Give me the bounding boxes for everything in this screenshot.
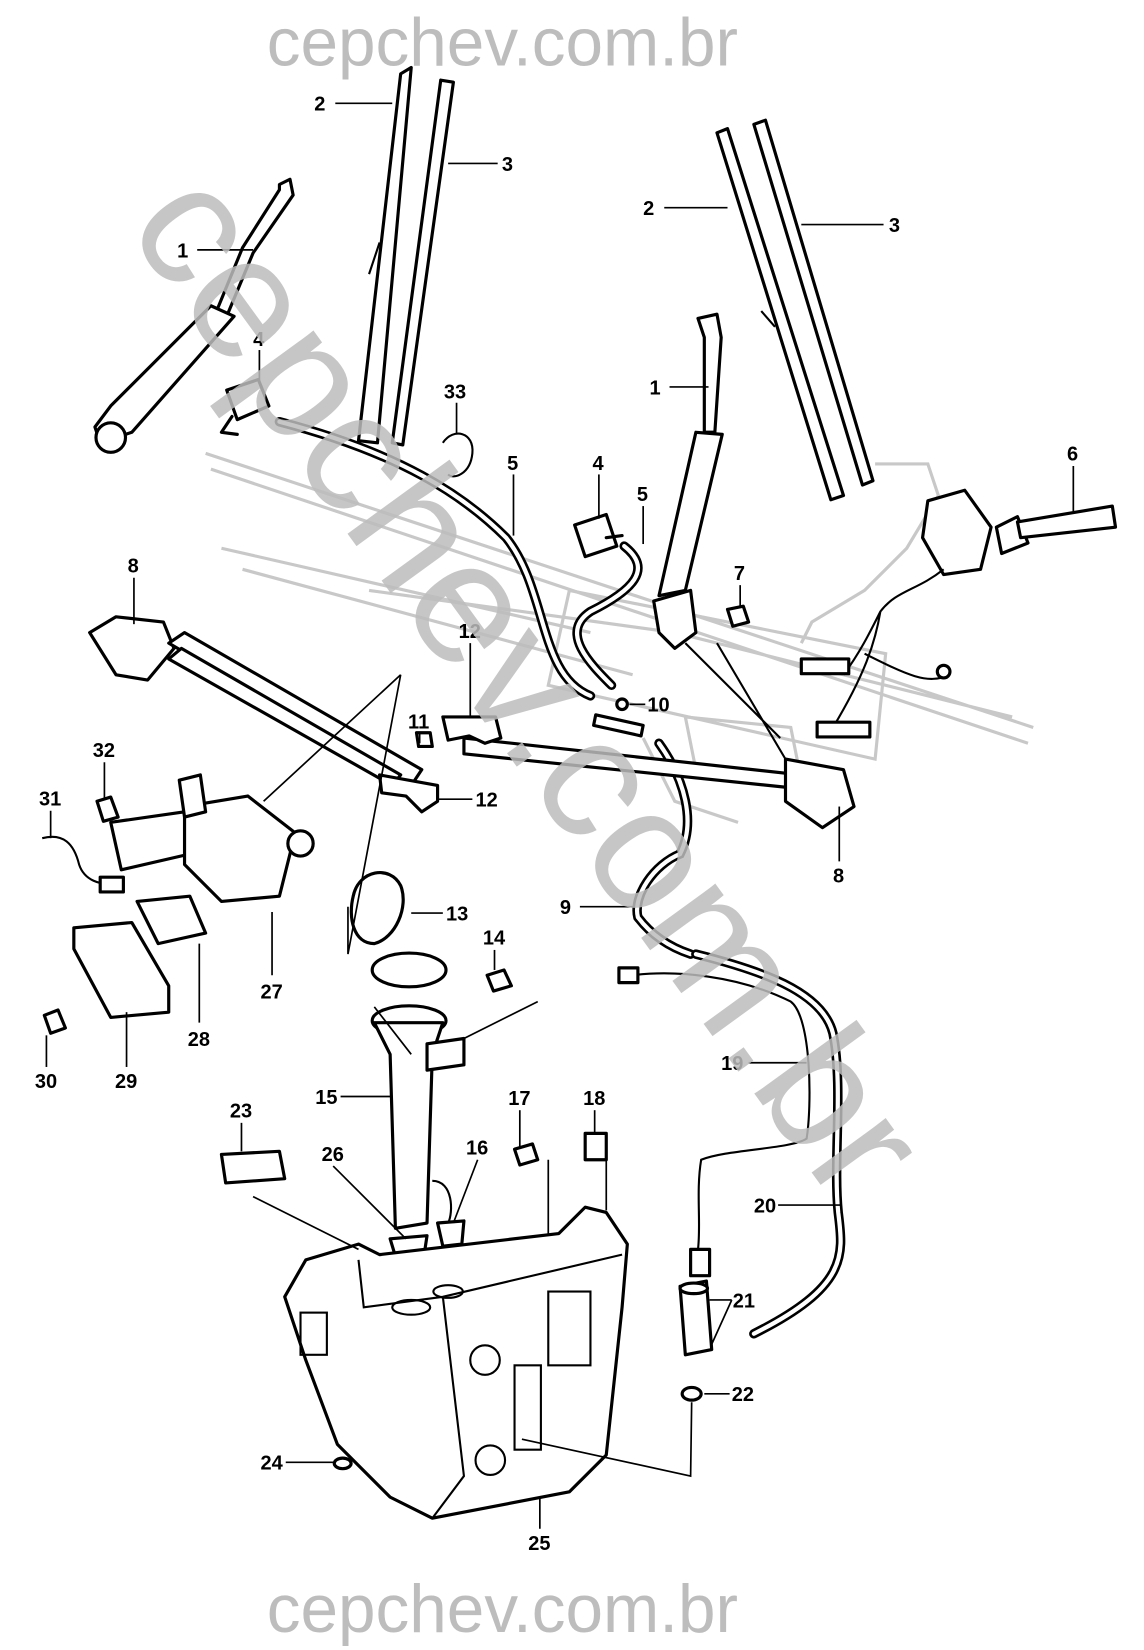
label-nut-7: 7 xyxy=(734,563,745,585)
washer-nozzle-right xyxy=(573,512,624,559)
watermark-top: cepchev.com.br xyxy=(267,5,738,80)
label-hose-5-right: 5 xyxy=(637,484,648,506)
t-connector xyxy=(592,697,645,738)
pump-seal-22 xyxy=(680,1385,703,1402)
harness-plug-19 xyxy=(617,966,640,985)
label-linkage-8-left: 8 xyxy=(128,555,139,577)
wiper-blade-right xyxy=(715,127,846,502)
label-wiper-refill-right: 3 xyxy=(889,215,900,237)
label-screw-32: 32 xyxy=(93,740,115,762)
label-bracket-12-top: 12 xyxy=(459,621,481,643)
label-hose-5-left: 5 xyxy=(507,453,518,475)
screw-17 xyxy=(512,1142,540,1167)
drain-plug-24 xyxy=(332,1456,353,1471)
pump-harness xyxy=(632,972,811,1250)
wiper-refill-right xyxy=(752,118,875,487)
grommet-16 xyxy=(435,1219,466,1248)
label-nozzle-right: 4 xyxy=(593,453,605,475)
clip-18 xyxy=(583,1131,608,1162)
label-gasket-28: 28 xyxy=(188,1029,210,1051)
label-connector-10: 10 xyxy=(647,695,669,717)
label-reservoir-25: 25 xyxy=(528,1533,550,1555)
harness-plug xyxy=(98,875,125,894)
label-bracket-12-bottom: 12 xyxy=(476,790,498,812)
washer-reservoir xyxy=(283,1205,629,1520)
bracket-12-top xyxy=(441,715,503,745)
wiper-motor xyxy=(109,773,315,904)
motor-gasket xyxy=(135,894,208,946)
nut-7 xyxy=(725,604,751,628)
label-hose-20: 20 xyxy=(754,1195,776,1217)
label-filler-neck-15: 15 xyxy=(315,1087,337,1109)
label-harness-19: 19 xyxy=(721,1053,743,1075)
label-pump-21: 21 xyxy=(733,1290,755,1312)
filler-neck xyxy=(370,1004,466,1230)
wiper-linkage xyxy=(88,615,856,830)
label-cap-13: 13 xyxy=(446,903,468,925)
motor-cover xyxy=(72,920,171,1019)
wiper-switch xyxy=(799,488,1118,739)
label-pad-23: 23 xyxy=(230,1101,252,1123)
screw-14 xyxy=(485,968,513,993)
label-hose-9: 9 xyxy=(560,897,571,919)
label-plug-24: 24 xyxy=(260,1453,283,1475)
washer-nozzle-left xyxy=(219,377,271,436)
screw-30 xyxy=(42,1008,67,1035)
label-wiper-arm-right: 1 xyxy=(649,377,660,399)
label-linkage-8-right: 8 xyxy=(833,865,844,887)
label-switch-6: 6 xyxy=(1067,444,1078,466)
label-clip-18: 18 xyxy=(583,1088,605,1110)
label-cover-29: 29 xyxy=(115,1071,137,1093)
wiper-arm-right xyxy=(652,312,724,650)
label-nut-11: 11 xyxy=(408,712,429,734)
filler-cap xyxy=(349,871,448,989)
foam-pad xyxy=(219,1149,287,1185)
label-wiper-blade-left: 2 xyxy=(314,94,325,116)
wiper-blade-left xyxy=(356,65,413,445)
label-grommet-16: 16 xyxy=(466,1137,488,1159)
label-grommet-26: 26 xyxy=(322,1144,344,1166)
label-wiper-refill-left: 3 xyxy=(502,154,513,176)
label-wiper-blade-right: 2 xyxy=(643,198,654,220)
label-clip-33: 33 xyxy=(444,382,466,404)
wiper-refill-left xyxy=(390,78,455,447)
watermark-bottom: cepchev.com.br xyxy=(267,1572,738,1647)
label-screw-14: 14 xyxy=(483,928,506,950)
label-seal-22: 22 xyxy=(732,1384,754,1406)
label-screw-17: 17 xyxy=(508,1088,530,1110)
label-nozzle-left: 4 xyxy=(253,329,265,351)
label-screw-30: 30 xyxy=(35,1071,57,1093)
label-motor-27: 27 xyxy=(260,981,282,1003)
leader-lines xyxy=(45,102,1075,1529)
bracket-12-bottom xyxy=(378,773,440,814)
label-wiper-arm-left: 1 xyxy=(177,240,188,262)
washer-pump xyxy=(678,1247,714,1357)
wiper-arm-left xyxy=(93,177,295,454)
screw-32 xyxy=(95,795,120,823)
label-harness-31: 31 xyxy=(39,788,61,810)
retaining-clip xyxy=(441,432,474,478)
callout-labels: 2 3 1 4 33 2 3 1 5 4 5 6 7 8 12 10 11 32… xyxy=(35,94,1078,1555)
